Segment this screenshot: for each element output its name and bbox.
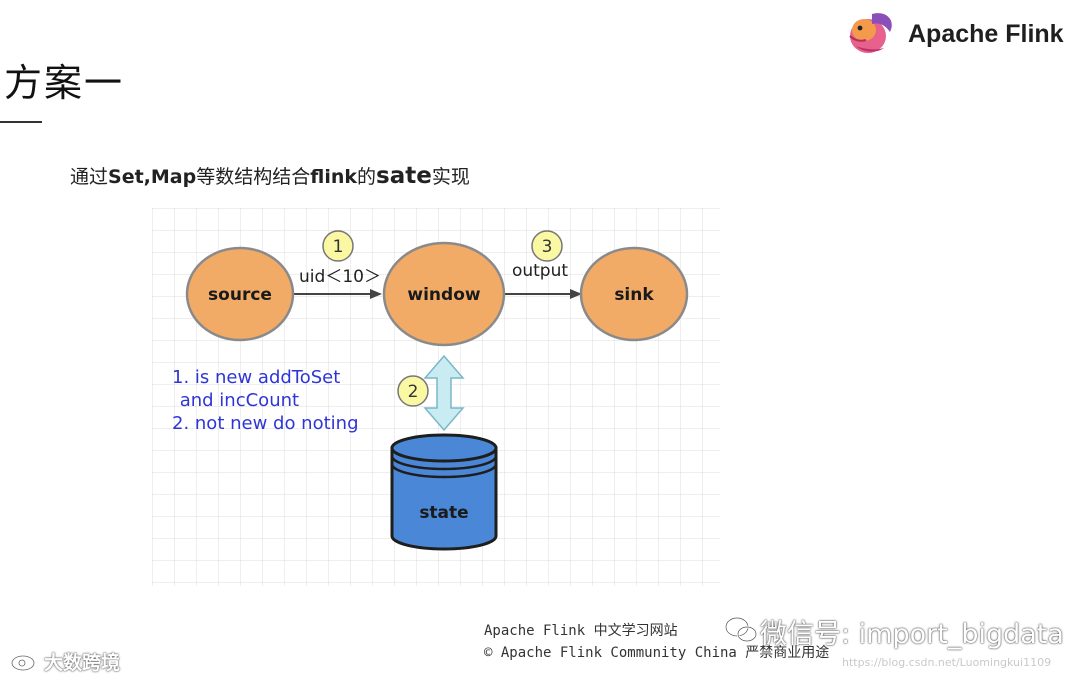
watermark-left: 大数跨境 [10,648,150,674]
brand: Apache Flink [842,6,1072,58]
step-2-label: 2 [408,382,419,402]
watermark-left-text: 大数跨境 [44,652,121,674]
subtitle-part: 等数结构结合 [196,166,311,188]
note-line: 1. is new addToSet [172,367,340,388]
subtitle-part: flink [310,166,357,188]
node-state: state [390,433,498,551]
watermark-url: https://blog.csdn.net/Luomingkui1109 [842,656,1052,669]
node-source: source [185,246,295,342]
node-sink-label: sink [614,285,654,305]
flink-squirrel-logo-icon [849,13,892,53]
note-line: 2. not new do noting [172,413,359,434]
step-marker-2: 2 [397,375,429,407]
slide-title: 方案一 [4,61,125,105]
watermark-right-text: 微信号: import_bigdata [760,619,1064,650]
node-window-label: window [407,285,480,305]
footer-line-2: © Apache Flink Community China 严禁商业用途 [484,645,830,661]
double-arrow-icon [423,354,465,432]
node-window: window [382,241,506,347]
subtitle-part: 的 [357,166,377,188]
step-marker-1: 1 [322,230,354,262]
weibo-logo-icon [10,652,39,672]
node-state-label: state [419,503,468,523]
node-source-label: source [208,285,272,305]
edge-label-uid: uid＜10＞ [299,267,381,287]
subtitle-part: Set,Map [108,166,197,188]
flow-diagram: source window sink uid＜10＞ output 1 3 2 … [152,208,720,586]
subtitle-part: sate [376,163,432,189]
step-marker-3: 3 [531,230,563,262]
step-3-label: 3 [542,237,553,257]
wechat-logo-icon [724,616,758,643]
footer-line-1: Apache Flink 中文学习网站 [484,623,678,639]
subtitle-part: 实现 [431,166,470,188]
brand-name: Apache Flink [908,20,1064,48]
slide-subtitle: 通过Set,Map等数结构结合flink的sate实现 [70,162,470,189]
subtitle-part: 通过 [70,166,109,188]
step-1-label: 1 [333,237,344,257]
node-sink: sink [579,246,689,342]
footer: Apache Flink 中文学习网站 © Apache Flink Commu… [484,620,829,664]
note-line: and incCount [174,390,299,411]
title-underline [0,121,42,123]
edge-label-output: output [512,261,568,281]
